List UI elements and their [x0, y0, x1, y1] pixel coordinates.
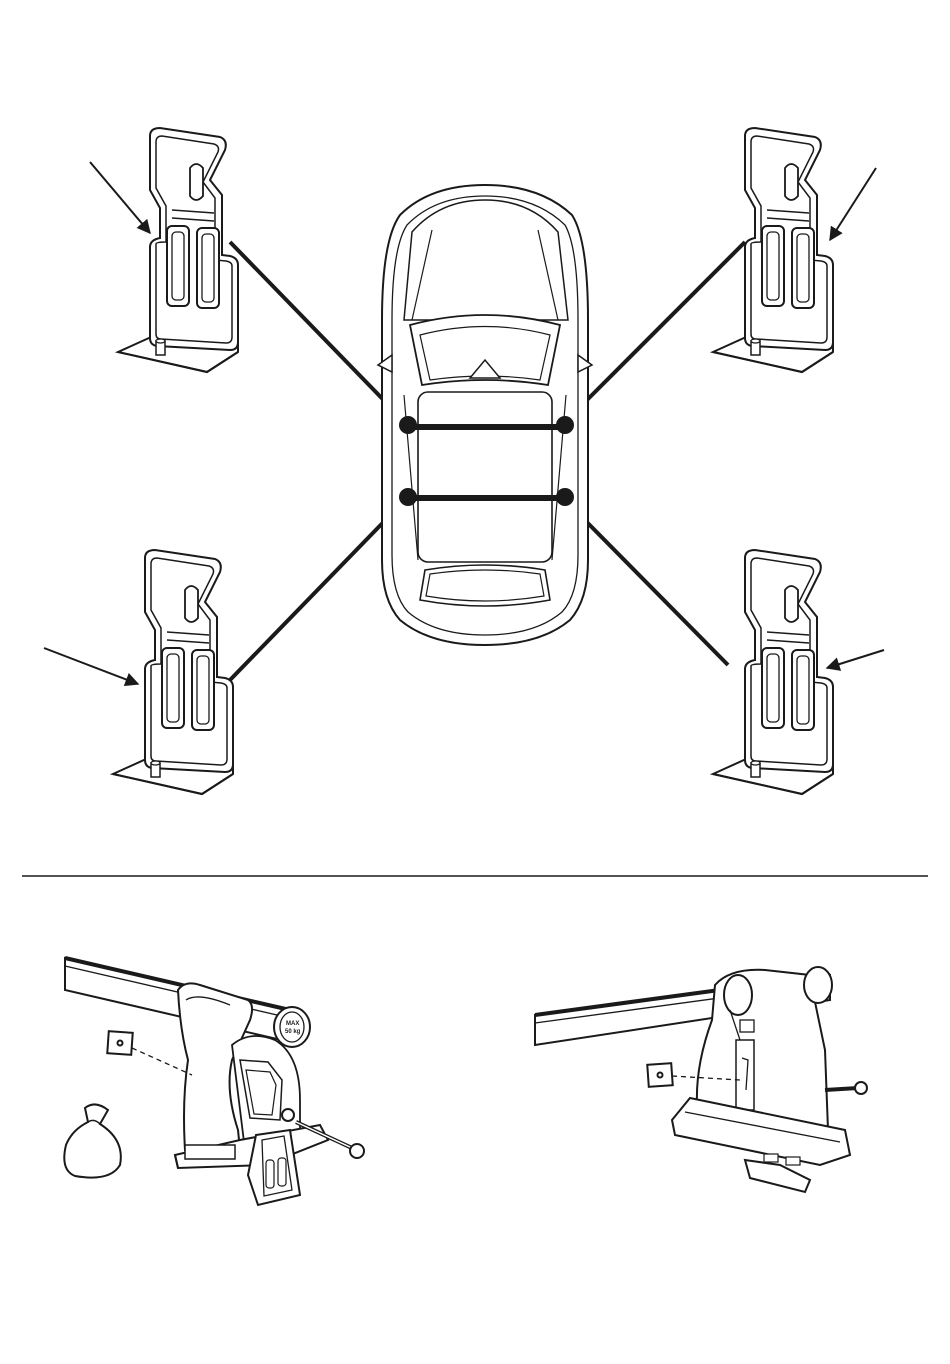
- bracket-rear-left: [113, 550, 233, 794]
- car-top-view: [378, 185, 592, 645]
- arrow-icon: [827, 650, 884, 668]
- connection-point: [556, 416, 574, 434]
- arrow-icon: [44, 648, 138, 684]
- bag-icon: [64, 1104, 121, 1177]
- max-load-label-2: 50 kg: [285, 1029, 301, 1035]
- connection-point: [399, 416, 417, 434]
- max-load-label-1: MAX: [286, 1021, 299, 1027]
- arrow-icon: [830, 168, 876, 240]
- bracket-front-left: [118, 128, 238, 372]
- connection-point: [399, 488, 417, 506]
- arrow-icon: [90, 162, 150, 233]
- bracket-front-right: [713, 128, 833, 372]
- connection-point: [556, 488, 574, 506]
- bracket-rear-right: [713, 550, 833, 794]
- foot-assembly-right: [535, 967, 867, 1192]
